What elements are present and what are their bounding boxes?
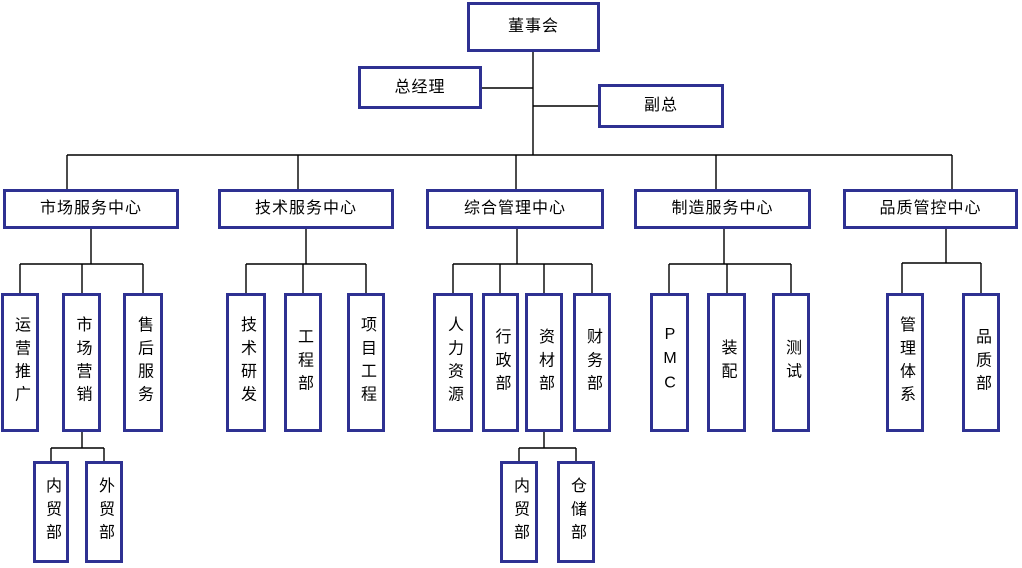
node-label: 市场服务中心 [39, 200, 142, 217]
node-label: 技术服务中心 [254, 200, 357, 217]
node-dept-quality: 品质部 [962, 293, 1000, 432]
node-board-label: 董事会 [507, 18, 559, 35]
node-dept-rnd: 技术研发 [226, 293, 266, 432]
node-label: 装配 [718, 339, 736, 386]
node-center-manufacturing-service: 制造服务中心 [634, 189, 811, 229]
node-board: 董事会 [467, 2, 600, 52]
node-deputy-general: 副总 [598, 84, 724, 128]
node-label: 制造服务中心 [671, 200, 774, 217]
node-dept-engineering: 工程部 [284, 293, 322, 432]
node-label: PMC [661, 326, 679, 399]
node-label: 仓储部 [568, 477, 585, 547]
node-label: 管理体系 [897, 316, 914, 409]
node-center-technical-service: 技术服务中心 [218, 189, 394, 229]
node-label: 外贸部 [96, 477, 113, 547]
node-label: 运营推广 [12, 316, 29, 409]
node-label: 内贸部 [43, 477, 60, 547]
node-dept-after-sales: 售后服务 [123, 293, 163, 432]
node-label: 售后服务 [135, 316, 152, 409]
node-center-marketing-service: 市场服务中心 [3, 189, 179, 229]
node-label: 品质管控中心 [879, 200, 982, 217]
node-deputy-general-label: 副总 [643, 97, 678, 114]
node-dept-pmc: PMC [650, 293, 689, 432]
node-label: 项目工程 [358, 316, 375, 409]
node-sub-domestic-trade: 内贸部 [33, 461, 69, 563]
node-label: 工程部 [295, 327, 312, 398]
node-label: 财务部 [584, 327, 601, 398]
node-dept-testing: 测试 [772, 293, 810, 432]
node-center-general-management: 综合管理中心 [426, 189, 604, 229]
node-dept-marketing: 市场营销 [62, 293, 101, 432]
node-label: 综合管理中心 [463, 200, 566, 217]
node-dept-operations-promotion: 运营推广 [1, 293, 39, 432]
node-label: 资材部 [536, 327, 553, 398]
node-sub-warehouse: 仓储部 [557, 461, 595, 563]
node-sub-foreign-trade: 外贸部 [85, 461, 123, 563]
node-dept-human-resources: 人力资源 [433, 293, 473, 432]
node-dept-materials: 资材部 [525, 293, 563, 432]
node-label: 品质部 [973, 327, 990, 398]
node-center-quality-control: 品质管控中心 [843, 189, 1018, 229]
node-dept-finance: 财务部 [573, 293, 611, 432]
node-dept-administration: 行政部 [482, 293, 519, 432]
node-dept-management-system: 管理体系 [886, 293, 924, 432]
node-sub-domestic-trade-materials: 内贸部 [500, 461, 538, 563]
node-dept-assembly: 装配 [707, 293, 746, 432]
node-label: 市场营销 [73, 316, 91, 409]
node-label: 内贸部 [511, 477, 528, 547]
node-general-manager: 总经理 [358, 66, 482, 109]
node-label: 行政部 [492, 327, 510, 398]
node-label: 技术研发 [238, 316, 255, 409]
node-label: 人力资源 [445, 316, 462, 409]
node-general-manager-label: 总经理 [394, 78, 446, 96]
node-label: 测试 [783, 339, 800, 386]
node-dept-project-engineering: 项目工程 [347, 293, 385, 432]
